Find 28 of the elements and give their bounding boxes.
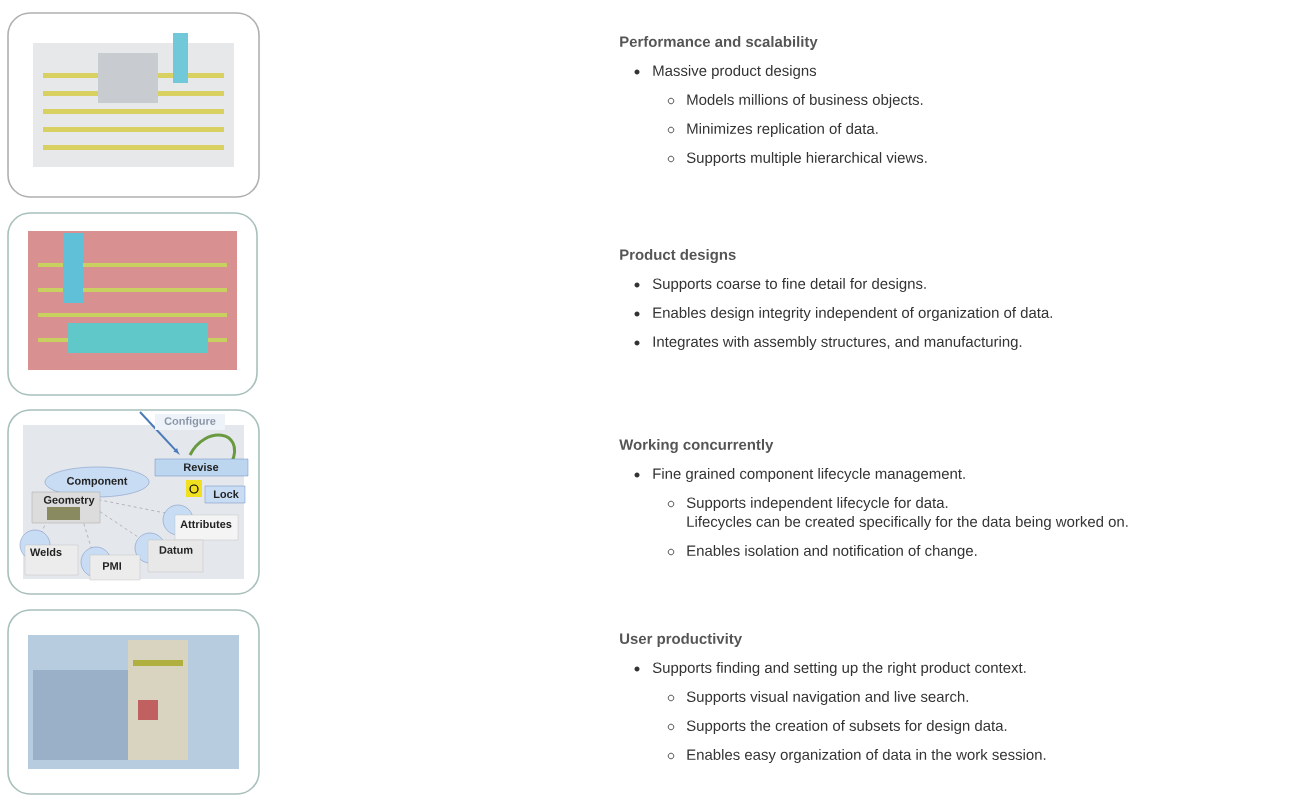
list-item: Lifecycles can be created specifically for the data being worked on. <box>687 516 1128 530</box>
diagram-label: Welds <box>30 548 62 556</box>
section-heading: Performance and scalability <box>620 36 818 50</box>
list-item: Enables isolation and notification of change. <box>687 545 977 559</box>
list-item: Supports coarse to fine detail for designs. <box>652 278 926 292</box>
list-item: Minimizes replication of data. <box>687 123 878 137</box>
list-item: Enables design integrity independent of organization of data. <box>653 307 1053 321</box>
section-heading: User productivity <box>620 633 742 647</box>
list-item: Models millions of business objects. <box>687 94 923 108</box>
list-item: Supports multiple hierarchical views. <box>686 152 927 166</box>
section-heading: Product designs <box>620 249 736 263</box>
diagram-label: Attributes <box>180 520 232 528</box>
list-item: Massive product designs <box>653 65 817 79</box>
list-item: Supports independent lifecycle for data. <box>686 497 948 511</box>
diagram-label: Geometry <box>43 496 95 506</box>
diagram-label: Component <box>67 477 128 487</box>
list-item: Fine grained component lifecycle management. <box>653 468 965 482</box>
list-item: Supports finding and setting up the right product context. <box>652 662 1026 676</box>
list-item: Enables easy organization of data in the work session. <box>687 749 1046 763</box>
list-item: Supports visual navigation and live search. <box>686 691 969 705</box>
section-heading: Working concurrently <box>619 439 774 453</box>
diagram-label: Revise <box>184 463 219 471</box>
diagram-label: Datum <box>159 546 193 554</box>
diagram-label: PMI <box>103 562 121 570</box>
list-item: Integrates with assembly structures, and manufacturing. <box>653 336 1022 350</box>
list-item: Supports the creation of subsets for design data. <box>686 720 1007 734</box>
diagram-label: Lock <box>213 490 239 498</box>
diagram-label: Configure <box>164 416 216 428</box>
